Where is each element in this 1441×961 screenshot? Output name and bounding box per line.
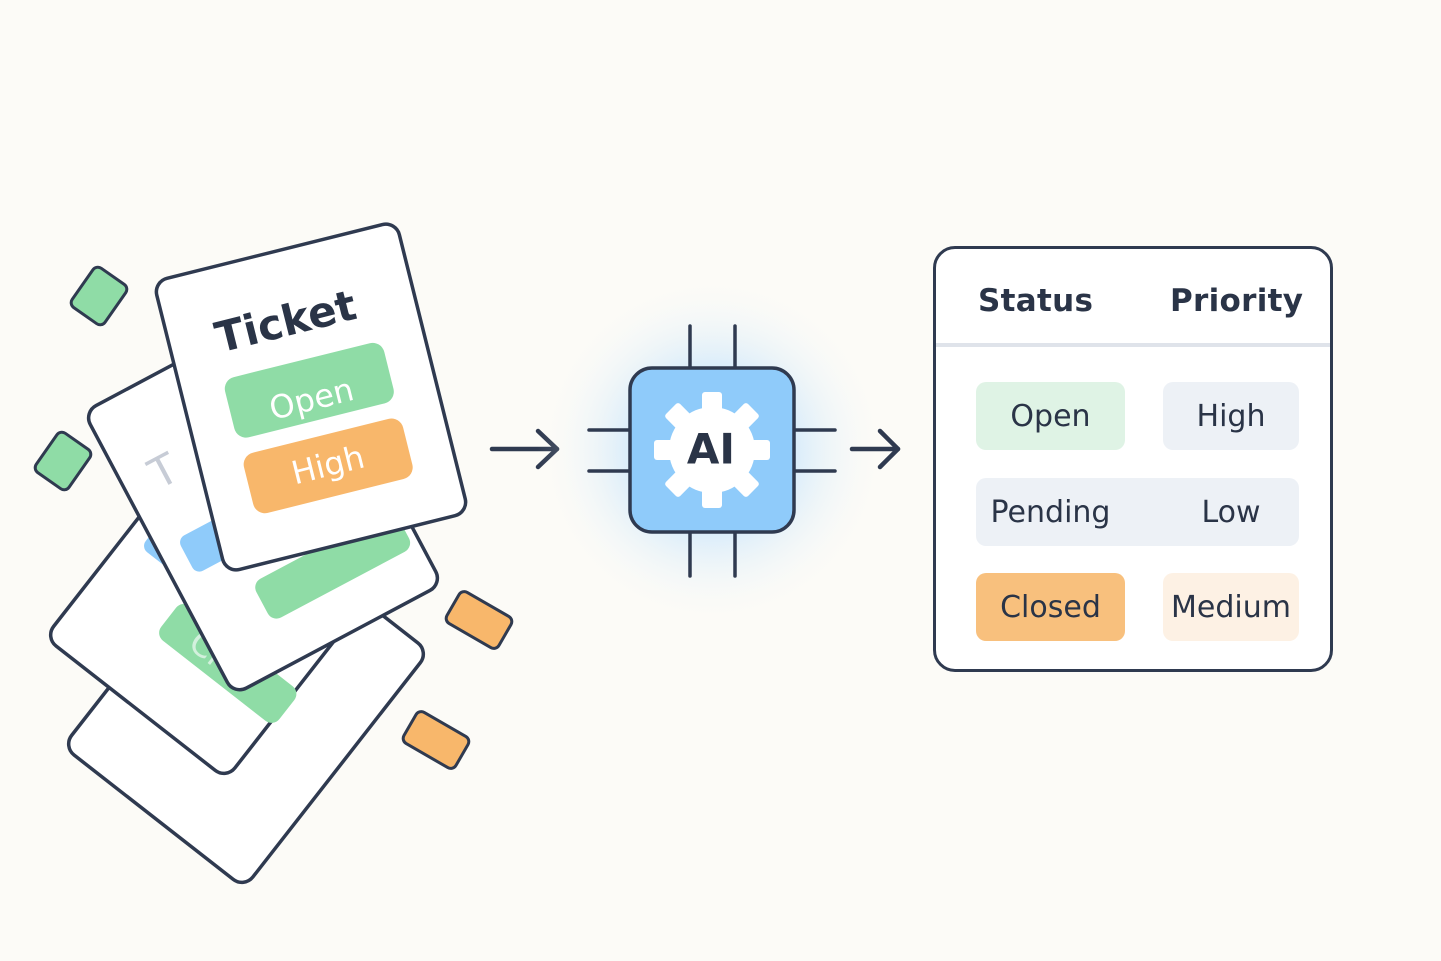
- priority-column-header: Priority: [1170, 283, 1304, 319]
- green-chip: [69, 265, 129, 327]
- processor-pins: [587, 324, 837, 578]
- table-row: Pending Low: [976, 478, 1301, 546]
- table-row: Closed Medium: [976, 573, 1301, 641]
- orange-chip: [444, 590, 514, 650]
- row-highlight: [976, 478, 1299, 546]
- ticket-status-tag: [224, 342, 394, 438]
- table-header: Status Priority: [936, 249, 1330, 347]
- status-cell: Closed: [976, 573, 1125, 641]
- ai-processor: AI: [537, 275, 887, 625]
- priority-cell: High: [1163, 382, 1299, 450]
- orange-chip: [401, 710, 471, 770]
- classification-table: Status Priority Open High Pending Low Cl…: [933, 246, 1333, 672]
- ticket-priority-tag: [243, 418, 413, 514]
- green-tag: [255, 511, 411, 619]
- processor-label: AI: [687, 425, 735, 474]
- green-chip: [33, 430, 93, 492]
- gear-icon: [654, 392, 770, 508]
- status-cell: Open: [976, 382, 1125, 450]
- priority-cell: Low: [1201, 494, 1261, 530]
- table-row: Open High: [976, 382, 1301, 450]
- ticket-card: Ticket Open High: [154, 222, 468, 572]
- priority-cell: Medium: [1163, 573, 1299, 641]
- arrow-right-icon: [849, 428, 901, 470]
- status-cell: Pending: [990, 494, 1111, 530]
- ticket-stack: TV Cl T Ticket Open High: [48, 222, 468, 885]
- status-column-header: Status: [978, 283, 1094, 319]
